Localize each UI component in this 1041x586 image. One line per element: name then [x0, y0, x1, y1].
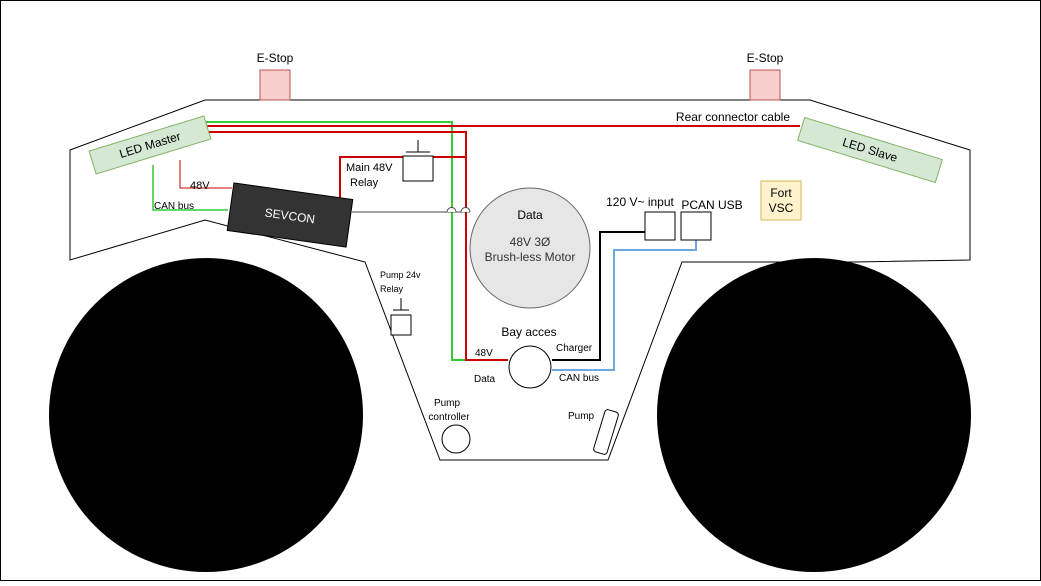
estop-left-label: E-Stop — [257, 51, 294, 65]
pump-controller-label-2: controller — [428, 412, 470, 423]
sevcon: SEVCON — [226, 182, 354, 248]
can-wire-sevcon — [152, 165, 228, 211]
pump-controller-label-1: Pump — [434, 398, 461, 409]
pcan-usb-label: PCAN USB — [681, 198, 742, 212]
rear-connector-label: Rear connector cable — [676, 110, 790, 124]
main-relay-box — [402, 155, 434, 182]
motor-data-label: Data — [517, 208, 543, 222]
bay-can-bus-label: CAN bus — [559, 373, 599, 384]
label-can-bus-left: CAN bus — [154, 201, 194, 212]
estop-right-label: E-Stop — [747, 51, 784, 65]
power-wire-bay — [205, 131, 508, 361]
sevcon-label: SEVCON — [264, 206, 316, 227]
main-relay-label-2: Relay — [350, 177, 379, 189]
crossover-1 — [446, 207, 457, 213]
crossover-2 — [460, 207, 471, 213]
motor — [469, 187, 591, 309]
pump-relay-label-1: Pump 24v — [380, 270, 421, 280]
fort-vsc-label-1: Fort — [770, 186, 792, 200]
motor-label-1: 48V 3Ø — [510, 235, 551, 249]
bay-48v-label: 48V — [475, 348, 493, 359]
left-wheel — [49, 258, 363, 572]
pump-controller — [441, 424, 471, 454]
bay-access-label: Bay acces — [501, 325, 556, 339]
estop-left-box — [259, 69, 291, 101]
pump-relay-label-2: Relay — [380, 284, 404, 294]
bay-access — [508, 345, 552, 389]
estop-right-box — [749, 69, 781, 101]
main-relay-label-1: Main 48V — [346, 162, 393, 174]
motor-label-2: Brush-less Motor — [485, 250, 576, 264]
right-wheel — [657, 258, 971, 572]
led-slave: LED Slave — [797, 116, 943, 184]
input-120v-label: 120 V~ input — [606, 195, 674, 209]
main-relay — [402, 140, 434, 182]
bay-data-label: Data — [474, 374, 496, 385]
pcan-usb-box — [680, 211, 712, 241]
fort-vsc-box — [760, 180, 802, 221]
fort-vsc-label-2: VSC — [769, 201, 794, 215]
label-48v-left: 48V — [190, 180, 210, 192]
charger-wire — [552, 231, 645, 361]
pump — [593, 409, 619, 455]
can-wire-pcan — [552, 240, 697, 371]
bay-charger-label: Charger — [556, 343, 593, 354]
pump-label: Pump — [568, 411, 595, 422]
input-120v-box — [644, 211, 676, 241]
pump-relay-box — [390, 314, 412, 336]
power-wire-48v — [179, 160, 232, 189]
